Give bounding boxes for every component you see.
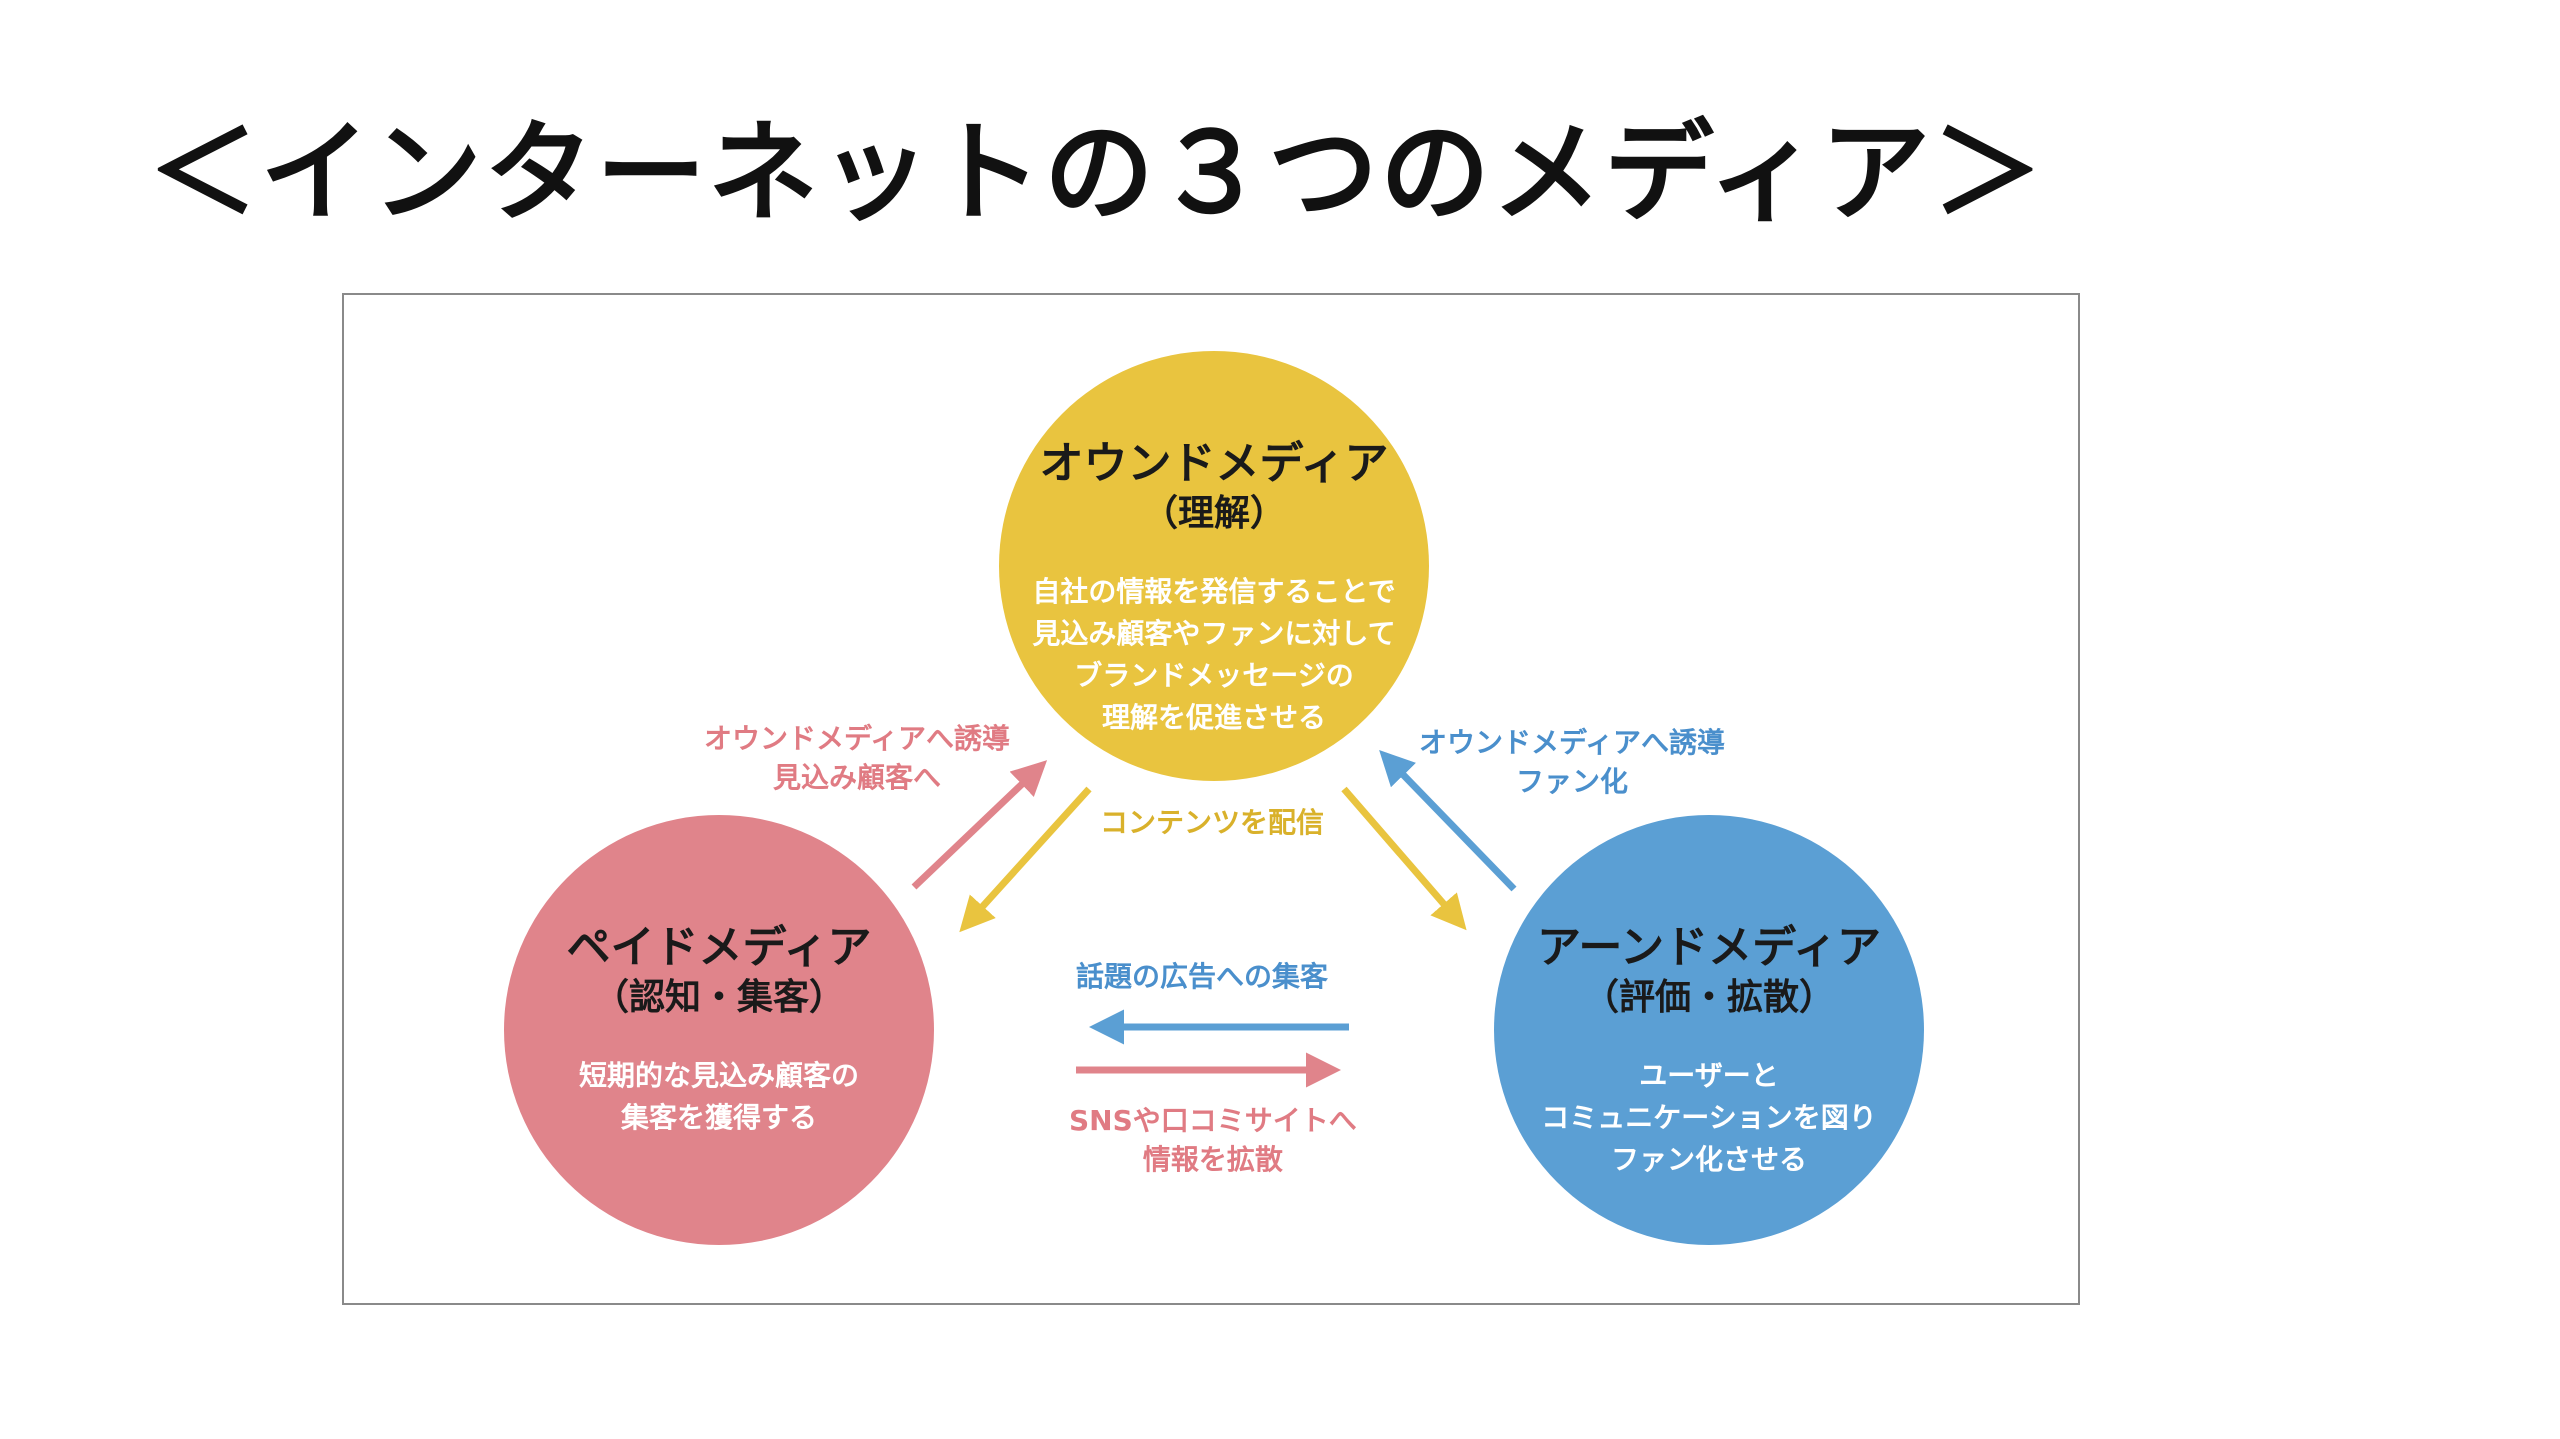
paid-media-description: 短期的な見込み顧客の 集客を獲得する (578, 1058, 859, 1134)
arrow-owned-to-paid (959, 786, 1092, 933)
flow-label-earned-to-paid: 話題の広告への集客 (1076, 960, 1329, 993)
arrow-earned-to-owned (1379, 749, 1517, 892)
flow-label-earned-to-owned: オウンドメディアへ誘導 ファン化 (1419, 726, 1726, 799)
arrow-owned-to-earned (1341, 786, 1467, 931)
owned-media-title: オウンドメディア (1039, 438, 1389, 489)
flow-label-paid-to-earned: SNSや口コミサイトへ 情報を拡散 (1069, 1104, 1357, 1177)
paid-media-circle: ペイドメディア （認知・集客） 短期的な見込み顧客の 集客を獲得する (504, 815, 934, 1245)
flow-arrows (911, 749, 1517, 1088)
earned-media-description: ユーザーと コミュニケーションを図り ファン化させる (1541, 1058, 1877, 1176)
arrow-paid-to-owned (911, 760, 1048, 890)
owned-media-circle: オウンドメディア （理解） 自社の情報を発信することで 見込み顧客やファンに対し… (999, 351, 1429, 781)
earned-media-subtitle: （評価・拡散） (1582, 976, 1835, 1018)
media-diagram: オウンドメディア （理解） 自社の情報を発信することで 見込み顧客やファンに対し… (342, 293, 2080, 1305)
slide-title: ＜インターネットの３つのメディア＞ (148, 109, 2045, 237)
flow-label-paid-to-owned: オウンドメディアへ誘導 見込み顧客へ (703, 722, 1010, 795)
earned-media-title: アーンドメディア (1536, 922, 1882, 973)
paid-media-subtitle: （認知・集客） (592, 976, 845, 1018)
flow-label-content-delivery: コンテンツを配信 (1100, 806, 1325, 839)
owned-media-description: 自社の情報を発信することで 見込み顧客やファンに対して ブランドメッセージの 理… (1032, 574, 1396, 734)
paid-media-title: ペイドメディア (566, 922, 872, 973)
owned-media-subtitle: （理解） (1141, 492, 1286, 534)
earned-media-circle: アーンドメディア （評価・拡散） ユーザーと コミュニケーションを図り ファン化… (1494, 815, 1924, 1245)
